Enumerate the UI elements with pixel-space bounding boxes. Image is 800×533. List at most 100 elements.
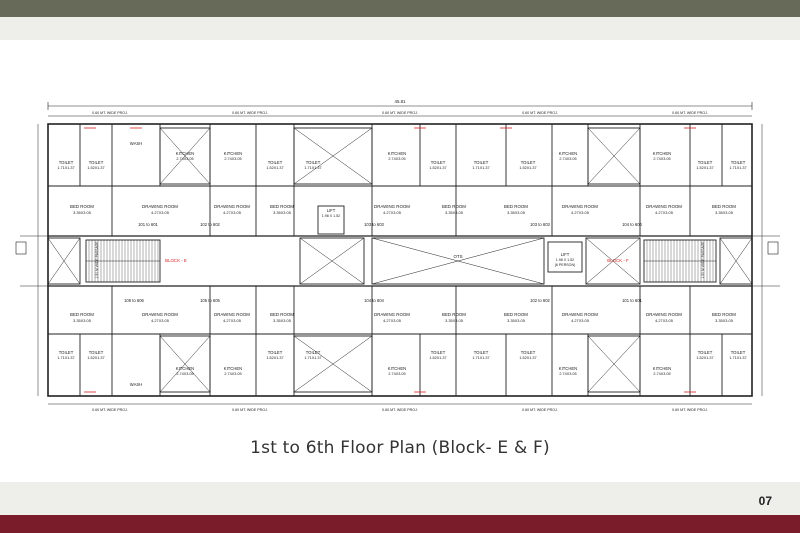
room-name-bottom: TOILET bbox=[474, 350, 489, 355]
room-name-top: TOILET bbox=[698, 160, 713, 165]
unit-label-top: 104 to 604 bbox=[622, 222, 642, 227]
main-room-name-top: DRAWING ROOM bbox=[374, 204, 410, 209]
room-name-top: WASH bbox=[130, 141, 142, 146]
room-name-bottom: TOILET bbox=[306, 350, 321, 355]
room-size-bottom: 1.71X1.37 bbox=[729, 356, 746, 360]
room-name-bottom: TOILET bbox=[698, 350, 713, 355]
room-name-bottom: TOILET bbox=[59, 350, 74, 355]
overall-dimension: 45.81 bbox=[395, 99, 407, 104]
main-room-size-top: 3.35X3.05 bbox=[445, 210, 463, 215]
room-name-top: TOILET bbox=[474, 160, 489, 165]
unit-label-top: 101 to 601 bbox=[138, 222, 158, 227]
corridor-end-right bbox=[719, 237, 753, 285]
room-size-bottom: 1.52X1.37 bbox=[519, 356, 536, 360]
room-name-top: TOILET bbox=[89, 160, 104, 165]
room-name-bottom: TOILET bbox=[431, 350, 446, 355]
room-size-bottom: 2.74X3.05 bbox=[559, 372, 576, 376]
projection-label-top: 0.60 MT. WIDE PROJ. bbox=[92, 111, 128, 115]
room-size-bottom: 2.74X3.05 bbox=[388, 372, 405, 376]
shaft-top-1 bbox=[159, 127, 211, 185]
lift-capacity: (6 PERSON) bbox=[555, 263, 576, 267]
main-room-name-top: BED ROOM bbox=[712, 204, 736, 209]
projection-label-top: 0.60 MT. WIDE PROJ. bbox=[522, 111, 558, 115]
main-room-size-bottom: 4.27X3.05 bbox=[571, 318, 589, 323]
room-size-bottom: 1.71X1.37 bbox=[57, 356, 74, 360]
main-room-name-top: DRAWING ROOM bbox=[142, 204, 178, 209]
staircase-block-e bbox=[85, 239, 161, 283]
room-size-top: 1.71X1.37 bbox=[472, 166, 489, 170]
room-name-top: KITCHEN bbox=[176, 151, 194, 156]
main-room-size-bottom: 4.27X3.05 bbox=[151, 318, 169, 323]
header-band-light bbox=[0, 17, 800, 40]
main-room-name-bottom: DRAWING ROOM bbox=[214, 312, 250, 317]
main-room-size-bottom: 3.35X3.05 bbox=[273, 318, 291, 323]
room-size-top: 2.74X3.05 bbox=[176, 157, 193, 161]
shaft-top-3 bbox=[587, 127, 641, 185]
room-size-bottom: 1.52X1.37 bbox=[266, 356, 283, 360]
ots-void bbox=[371, 237, 545, 285]
footer-band-dark bbox=[0, 515, 800, 533]
shaft-bottom-2 bbox=[293, 335, 373, 393]
unit-label-bottom: 105 to 605 bbox=[200, 298, 220, 303]
lift-size: 1.98 X 1.52 bbox=[322, 214, 340, 218]
projection-label-top: 0.60 MT. WIDE PROJ. bbox=[232, 111, 268, 115]
room-size-bottom: 2.74X3.05 bbox=[176, 372, 193, 376]
room-size-bottom: 1.52X1.37 bbox=[87, 356, 104, 360]
main-room-size-bottom: 4.27X3.05 bbox=[223, 318, 241, 323]
main-room-size-bottom: 3.35X3.05 bbox=[507, 318, 525, 323]
ots-label: OTS bbox=[453, 254, 462, 259]
corridor-end-left bbox=[47, 237, 81, 285]
main-room-name-bottom: DRAWING ROOM bbox=[562, 312, 598, 317]
room-name-bottom: KITCHEN bbox=[388, 366, 406, 371]
block-f-label: BLOCK - F bbox=[607, 258, 629, 263]
room-size-bottom: 1.52X1.37 bbox=[429, 356, 446, 360]
main-room-name-bottom: BED ROOM bbox=[442, 312, 466, 317]
room-size-bottom: 2.74X3.05 bbox=[224, 372, 241, 376]
room-name-bottom: TOILET bbox=[268, 350, 283, 355]
room-name-bottom: TOILET bbox=[521, 350, 536, 355]
room-name-top: TOILET bbox=[521, 160, 536, 165]
main-room-size-bottom: 4.27X3.05 bbox=[383, 318, 401, 323]
room-name-top: TOILET bbox=[731, 160, 746, 165]
main-room-size-bottom: 3.35X3.05 bbox=[715, 318, 733, 323]
projection-label-top: 0.60 MT. WIDE PROJ. bbox=[382, 111, 418, 115]
room-name-top: KITCHEN bbox=[224, 151, 242, 156]
unit-label-bottom: 102 to 602 bbox=[530, 298, 550, 303]
room-size-top: 1.52X1.37 bbox=[266, 166, 283, 170]
main-room-name-bottom: BED ROOM bbox=[504, 312, 528, 317]
room-name-bottom: KITCHEN bbox=[224, 366, 242, 371]
room-name-bottom: TOILET bbox=[89, 350, 104, 355]
shaft-top-2 bbox=[293, 127, 373, 185]
staircase-block-f bbox=[643, 239, 717, 283]
main-room-size-top: 3.35X3.05 bbox=[507, 210, 525, 215]
unit-label-bottom: 106 to 606 bbox=[124, 298, 144, 303]
main-room-size-bottom: 4.27X3.05 bbox=[655, 318, 673, 323]
main-room-name-bottom: BED ROOM bbox=[270, 312, 294, 317]
room-name-bottom: TOILET bbox=[731, 350, 746, 355]
floor-plan-caption: 1st to 6th Floor Plan (Block- E & F) bbox=[250, 438, 550, 458]
unit-label-top: 103 to 603 bbox=[530, 222, 550, 227]
projection-label-bottom: 0.60 MT. WIDE PROJ. bbox=[672, 408, 708, 412]
main-room-size-top: 4.27X3.05 bbox=[571, 210, 589, 215]
main-room-name-top: DRAWING ROOM bbox=[562, 204, 598, 209]
projection-label-bottom: 0.60 MT. WIDE PROJ. bbox=[232, 408, 268, 412]
floor-plan-drawing: 45.81 0.60 MT. WIDE PROJ. 0.60 MT. WIDE PR… bbox=[15, 99, 780, 412]
main-room-size-bottom: 3.35X3.05 bbox=[445, 318, 463, 323]
room-size-top: 1.71X1.37 bbox=[57, 166, 74, 170]
lift-shaft-block-e bbox=[299, 237, 365, 285]
main-room-name-top: BED ROOM bbox=[270, 204, 294, 209]
main-room-size-top: 4.27X3.05 bbox=[383, 210, 401, 215]
room-name-top: TOILET bbox=[431, 160, 446, 165]
room-size-top: 2.74X3.05 bbox=[388, 157, 405, 161]
room-name-top: TOILET bbox=[59, 160, 74, 165]
passage-label-left: 1.50 M WIDE PASSAGE bbox=[95, 241, 99, 279]
footer-band-light bbox=[0, 482, 800, 515]
room-name-top: TOILET bbox=[268, 160, 283, 165]
main-room-name-bottom: DRAWING ROOM bbox=[646, 312, 682, 317]
room-size-top: 1.52X1.37 bbox=[519, 166, 536, 170]
room-size-top: 1.71X1.37 bbox=[304, 166, 321, 170]
shaft-bottom-1 bbox=[159, 335, 211, 393]
passage-label-right: 1.50 M WIDE PASSAGE bbox=[701, 241, 705, 279]
main-room-size-bottom: 3.35X3.05 bbox=[73, 318, 91, 323]
main-room-name-bottom: BED ROOM bbox=[712, 312, 736, 317]
